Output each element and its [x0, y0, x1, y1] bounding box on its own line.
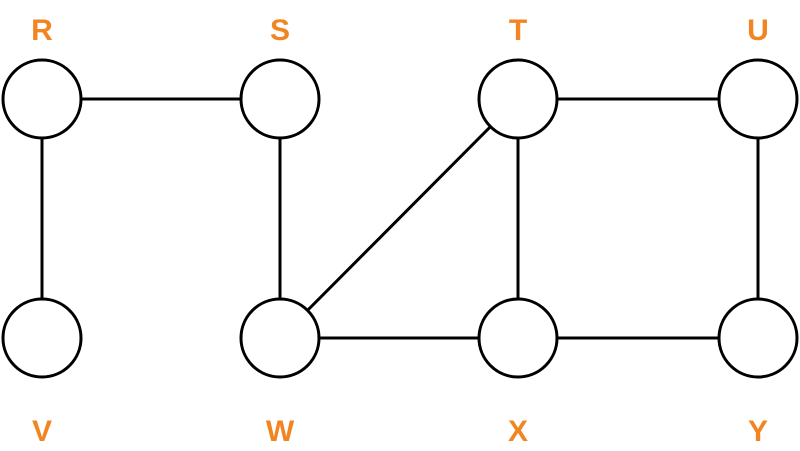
node-label-x: X [508, 415, 528, 448]
node-r [1, 58, 83, 140]
node-u [717, 58, 799, 140]
node-label-t: T [509, 14, 527, 47]
node-x [477, 297, 559, 379]
node-w [239, 297, 321, 379]
edge-w-t [278, 97, 520, 340]
nodes-layer [1, 58, 799, 379]
node-label-s: S [270, 14, 290, 47]
node-y [717, 297, 799, 379]
node-label-r: R [31, 14, 53, 47]
node-v [1, 297, 83, 379]
node-t [477, 58, 559, 140]
node-label-y: Y [748, 415, 768, 448]
labels-layer: R S T U V W X Y [31, 14, 769, 448]
node-label-v: V [32, 415, 52, 448]
node-s [239, 58, 321, 140]
node-label-u: U [747, 14, 769, 47]
edges-layer [40, 97, 760, 340]
node-label-w: W [266, 415, 295, 448]
